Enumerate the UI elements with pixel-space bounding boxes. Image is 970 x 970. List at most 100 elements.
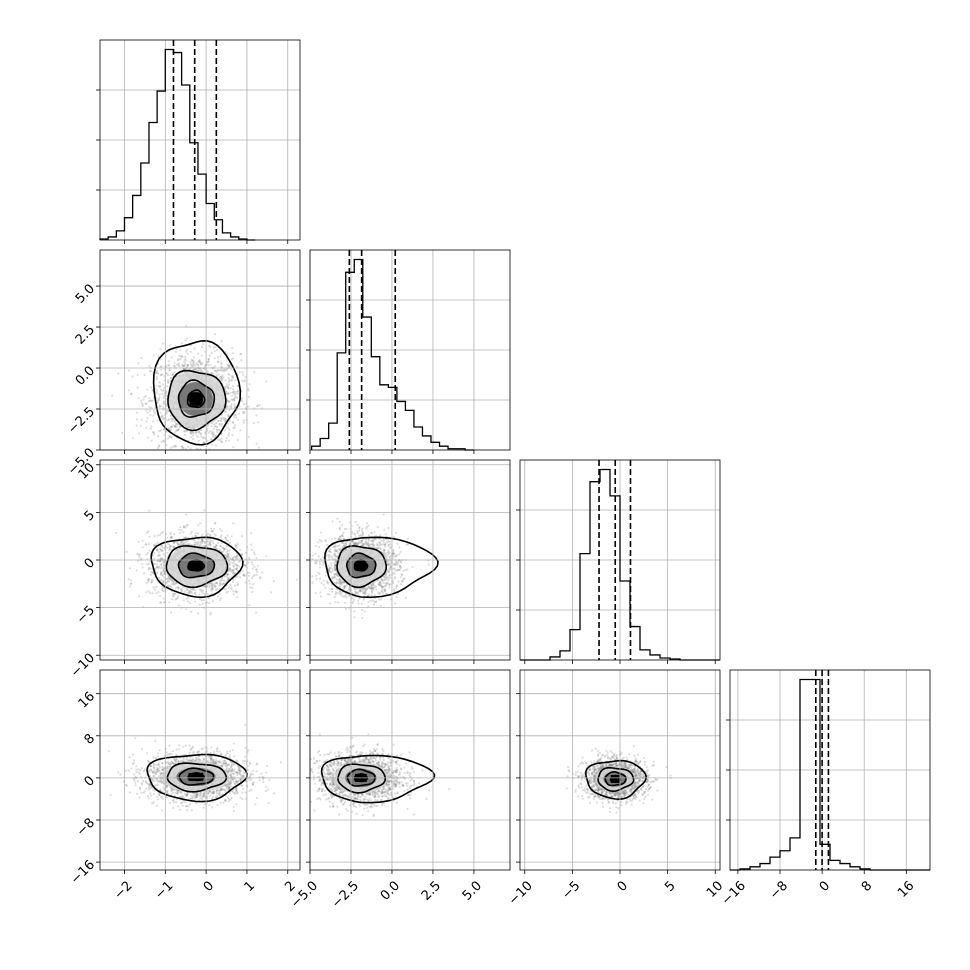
- scatter-point: [169, 426, 173, 429]
- scatter-point: [362, 542, 365, 545]
- scatter-point: [324, 586, 327, 589]
- scatter-point: [233, 403, 236, 406]
- scatter-point: [181, 447, 184, 450]
- scatter-point: [333, 566, 336, 569]
- scatter-point: [318, 566, 321, 569]
- scatter-point: [157, 567, 160, 570]
- scatter-point: [147, 567, 150, 570]
- scatter-point: [236, 542, 239, 546]
- scatter-point: [217, 419, 220, 422]
- scatter-point: [227, 392, 230, 395]
- scatter-point: [130, 582, 133, 585]
- scatter-point: [226, 399, 229, 402]
- scatter-point: [216, 425, 219, 428]
- scatter-point: [229, 557, 232, 560]
- scatter-point: [197, 360, 200, 364]
- scatter-point: [239, 429, 242, 432]
- scatter-point: [213, 585, 216, 588]
- scatter-point: [137, 362, 140, 365]
- scatter-point: [170, 425, 174, 428]
- scatter-point: [226, 577, 230, 580]
- scatter-point: [343, 527, 346, 531]
- scatter-point: [174, 598, 177, 601]
- scatter-point: [331, 577, 334, 580]
- scatter-point: [211, 435, 214, 438]
- scatter-point: [378, 543, 382, 546]
- histogram-step-0: [99, 48, 256, 241]
- scatter-point: [178, 354, 181, 357]
- scatter-point: [318, 560, 321, 563]
- scatter-point: [201, 436, 205, 440]
- scatter-point: [189, 431, 192, 434]
- scatter-point: [188, 543, 191, 546]
- scatter-point: [196, 532, 199, 535]
- scatter-point: [111, 394, 114, 397]
- scatter-point: [367, 540, 370, 544]
- scatter-point: [218, 375, 221, 379]
- scatter-point: [192, 365, 195, 368]
- scatter-point: [249, 586, 252, 589]
- scatter-point: [379, 547, 382, 550]
- scatter-point: [318, 538, 321, 542]
- scatter-point: [158, 445, 161, 448]
- scatter-point: [215, 544, 218, 547]
- scatter-point: [334, 550, 338, 553]
- scatter-point: [228, 364, 231, 367]
- scatter-point: [334, 593, 337, 596]
- scatter-point: [154, 543, 157, 546]
- scatter-point: [351, 601, 354, 604]
- scatter-point: [169, 537, 172, 540]
- scatter-point: [149, 427, 152, 430]
- scatter-point: [318, 562, 322, 566]
- scatter-point: [135, 424, 138, 427]
- scatter-point: [159, 365, 162, 368]
- scatter-point: [227, 586, 230, 590]
- scatter-point: [335, 581, 339, 584]
- scatter-point: [259, 576, 262, 579]
- scatter-point: [173, 592, 176, 596]
- scatter-point: [200, 588, 203, 591]
- scatter-point: [192, 587, 195, 590]
- scatter-point: [247, 405, 250, 408]
- scatter-point: [170, 545, 173, 548]
- scatter-point: [399, 566, 402, 569]
- scatter-point: [200, 533, 204, 536]
- scatter-point: [361, 617, 364, 620]
- scatter-point: [243, 574, 246, 577]
- scatter-point: [190, 358, 193, 361]
- scatter-point: [235, 591, 238, 594]
- scatter-point: [148, 549, 151, 552]
- scatter-point: [185, 589, 189, 592]
- scatter-point: [161, 405, 164, 408]
- scatter-point: [177, 363, 180, 367]
- scatter-point: [401, 580, 404, 583]
- scatter-point: [179, 541, 183, 544]
- scatter-point: [226, 385, 229, 388]
- scatter-point: [227, 560, 231, 563]
- scatter-point: [199, 522, 202, 525]
- scatter-point: [338, 590, 341, 593]
- scatter-point: [148, 592, 152, 595]
- scatter-point: [196, 435, 199, 438]
- scatter-point: [173, 541, 176, 544]
- scatter-point: [223, 429, 227, 432]
- scatter-point: [329, 556, 332, 559]
- scatter-point: [394, 576, 397, 579]
- scatter-point: [381, 579, 384, 582]
- scatter-point: [360, 589, 363, 593]
- scatter-point: [169, 531, 172, 534]
- scatter-point: [253, 574, 256, 577]
- scatter-point: [227, 550, 230, 553]
- scatter-point: [156, 401, 159, 404]
- scatter-point: [385, 592, 388, 595]
- scatter-point: [361, 587, 364, 590]
- scatter-point: [334, 569, 337, 572]
- scatter-point: [226, 553, 229, 556]
- scatter-point: [190, 432, 193, 435]
- scatter-point: [213, 546, 216, 549]
- scatter-point: [330, 567, 333, 570]
- scatter-point: [128, 567, 132, 570]
- scatter-point: [333, 545, 336, 548]
- scatter-point: [371, 599, 374, 602]
- scatter-point: [220, 376, 223, 379]
